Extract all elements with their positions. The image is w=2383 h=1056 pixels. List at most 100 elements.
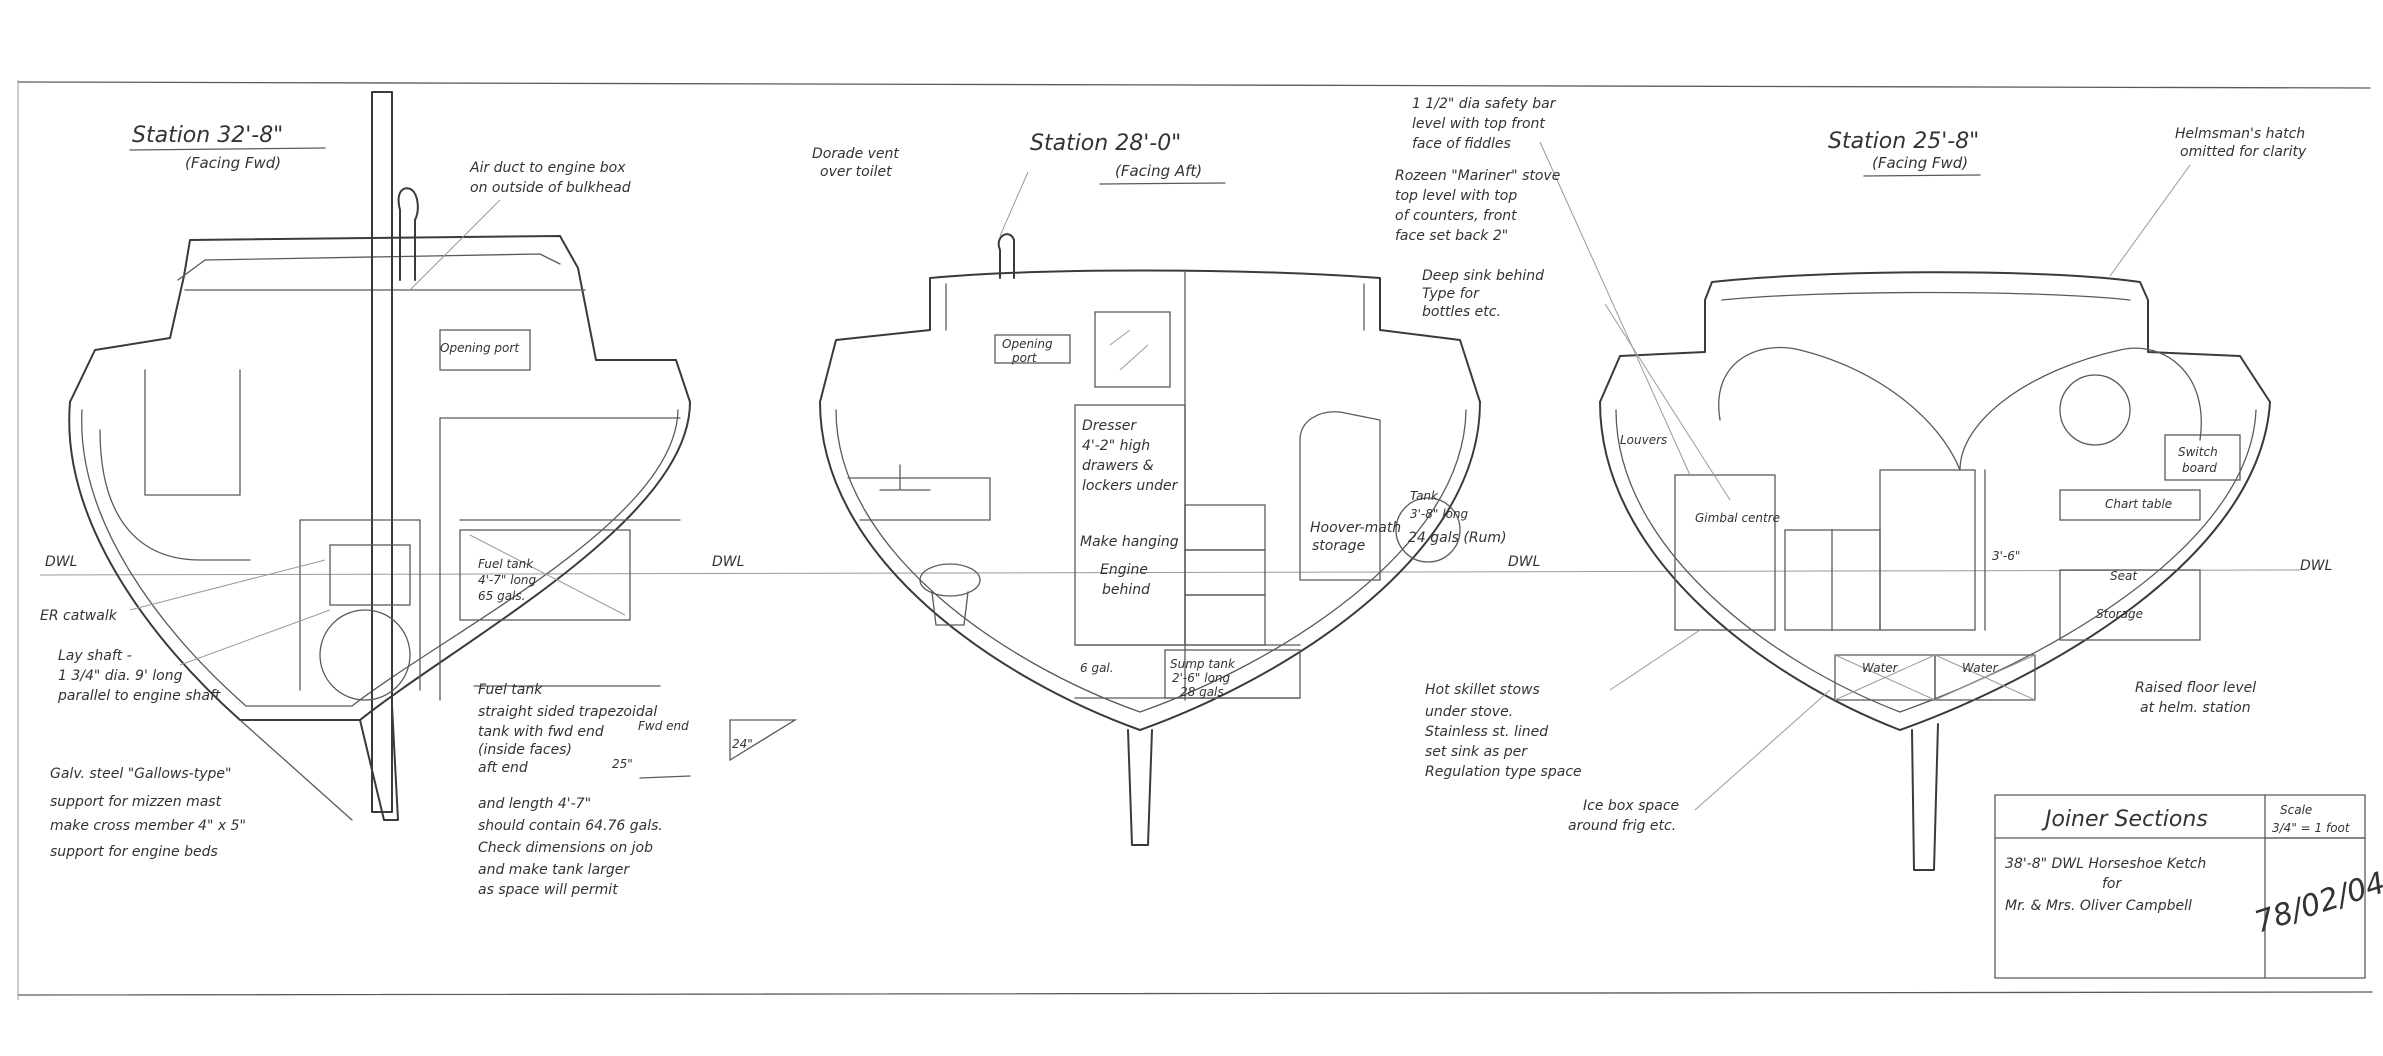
storage-label: Storage: [2096, 607, 2143, 621]
hot-skillet-note-1: Hot skillet stows: [1425, 682, 1540, 698]
fuel-tank-dim-24: 24": [732, 737, 753, 751]
dwl-label-aft: DWL: [45, 554, 77, 570]
engine-behind-1: Engine: [1100, 562, 1148, 578]
title-block-scale-value: 3/4" = 1 foot: [2272, 821, 2351, 835]
water-tank-2-label: Water: [1962, 661, 1999, 675]
section-mid-title: Station 28'-0": [1030, 131, 1181, 156]
ice-space-note-1: Ice box space: [1583, 798, 1679, 814]
safety-bar-note-2: level with top front: [1412, 116, 1545, 132]
fuel-tank-small-3: 65 gals.: [478, 589, 525, 603]
er-catwalk-label: ER catwalk: [40, 608, 118, 624]
chart-table-label: Chart table: [2105, 497, 2172, 511]
hoover-storage-1: Hoover-math: [1310, 520, 1401, 536]
switch-board-1: Switch: [2178, 445, 2218, 459]
fuel-tank-small-2: 4'-7" long: [478, 573, 537, 587]
deep-sink-note-3: bottles etc.: [1422, 304, 1501, 320]
dresser-note-2: 4'-2" high: [1082, 438, 1150, 454]
fuel-tank-dim-25: 25": [612, 757, 633, 771]
hoover-storage-2: storage: [1312, 538, 1365, 554]
section-aft-title: Station 32'-8": [132, 123, 283, 148]
seat-label: Seat: [2110, 569, 2138, 583]
dwl-label-fwd: DWL: [1508, 554, 1540, 570]
title-block-desc-1: 38'-8" DWL Horseshoe Ketch: [2005, 856, 2206, 872]
water-tank-1-label: Water: [1862, 661, 1899, 675]
opening-port-aft-label: Opening port: [440, 341, 520, 355]
opening-port-mid-2: port: [1011, 351, 1038, 365]
fuel-tank-fwd-end: Fwd end: [638, 719, 689, 733]
title-block-desc-2: for: [2102, 876, 2122, 892]
section-aft-subtitle: (Facing Fwd): [185, 154, 281, 172]
section-fwd-subtitle: (Facing Fwd): [1872, 154, 1968, 172]
hot-skillet-note-4: set sink as per: [1425, 744, 1528, 760]
fuel-tank-note-4: (inside faces): [478, 742, 572, 758]
deep-sink-note-2: Type for: [1422, 286, 1480, 302]
fuel-tank-note-1: Fuel tank: [478, 682, 543, 698]
title-block-desc-3: Mr. & Mrs. Oliver Campbell: [2005, 898, 2192, 914]
hatch-note-1: Helmsman's hatch: [2175, 126, 2305, 142]
dorade-vent-note-2: over toilet: [820, 164, 892, 180]
title-block: [1994, 794, 2366, 979]
fuel-tank-note: [473, 685, 798, 779]
dresser-note-4: lockers under: [1082, 478, 1179, 494]
hot-skillet-note-2: under stove.: [1425, 704, 1513, 720]
fuel-tank-note-6: and length 4'-7": [478, 796, 591, 812]
sump-tank-note-3: 28 gals: [1180, 685, 1224, 699]
hatch-note-2: omitted for clarity: [2180, 144, 2307, 160]
section-fwd-title: Station 25'-8": [1828, 129, 1979, 154]
stove-note-2: top level with top: [1395, 188, 1517, 204]
raised-floor-note-1: Raised floor level: [2135, 680, 2256, 696]
sheet-border: [17, 80, 2373, 1000]
dresser-note-3: drawers &: [1082, 458, 1154, 474]
deep-sink-note-1: Deep sink behind: [1422, 268, 1544, 284]
sump-tank-note-2: 2'-6" long: [1172, 671, 1231, 685]
safety-bar-note-3: face of fiddles: [1412, 136, 1511, 152]
safety-bar-note-1: 1 1/2" dia safety bar: [1412, 96, 1557, 112]
section-aft-hull: [68, 91, 691, 821]
make-hanging-label: Make hanging: [1080, 534, 1179, 550]
hot-skillet-note-5: Regulation type space: [1425, 764, 1582, 780]
fuel-tank-note-9: and make tank larger: [478, 862, 630, 878]
lay-shaft-note-1: Lay shaft -: [58, 648, 132, 664]
section-aft-title-underline: [129, 147, 326, 151]
dwl-label-mid: DWL: [712, 554, 744, 570]
louvers-label: Louvers: [1620, 433, 1667, 447]
lay-shaft-note-2: 1 3/4" dia. 9' long: [58, 668, 183, 684]
section-mid-subtitle: (Facing Aft): [1115, 162, 1202, 180]
stove-note-4: face set back 2": [1395, 228, 1508, 244]
hot-skillet-note-3: Stainless st. lined: [1425, 724, 1548, 740]
gallows-note-4: support for engine beds: [50, 844, 218, 860]
air-duct-note-1: Air duct to engine box: [469, 160, 626, 176]
fuel-tank-note-2: straight sided trapezoidal: [478, 704, 657, 720]
tank-24-note-2: 3'-8" long: [1410, 507, 1469, 521]
fuel-tank-note-8: Check dimensions on job: [478, 840, 653, 856]
title-block-title: Joiner Sections: [2041, 807, 2208, 832]
raised-floor-note-2: at helm. station: [2140, 700, 2251, 716]
section-mid-hull: [819, 171, 1481, 846]
engine-behind-2: behind: [1102, 582, 1150, 598]
gallows-note-2: support for mizzen mast: [50, 794, 222, 810]
fuel-tank-note-7: should contain 64.76 gals.: [478, 818, 663, 834]
dorade-vent-note-1: Dorade vent: [812, 146, 899, 162]
stove-note-1: Rozeen "Mariner" stove: [1395, 168, 1560, 184]
fuel-tank-small-1: Fuel tank: [478, 557, 534, 571]
section-mid-title-underline: [1099, 182, 1226, 185]
section-fwd-title-underline: [1863, 174, 1981, 177]
dim-fwd-vertical: 3'-6": [1992, 549, 2020, 563]
lay-shaft-note-3: parallel to engine shaft: [57, 688, 221, 704]
dwl-label-right: DWL: [2300, 558, 2332, 574]
stove-note-3: of counters, front: [1395, 208, 1517, 224]
six-gal-label: 6 gal.: [1080, 661, 1114, 675]
fuel-tank-note-5: aft end: [478, 760, 528, 776]
air-duct-note-2: on outside of bulkhead: [470, 180, 631, 196]
fuel-tank-note-3: tank with fwd end: [478, 724, 604, 740]
fuel-tank-note-10: as space will permit: [478, 882, 618, 898]
tank-24-note-3: 24 gals (Rum): [1408, 530, 1507, 546]
title-block-date: 78/02/04: [2251, 866, 2383, 941]
sump-tank-note-1: Sump tank: [1170, 657, 1236, 671]
tank-24-note-1: Tank: [1410, 489, 1439, 503]
gallows-note-1: Galv. steel "Gallows-type": [50, 766, 231, 782]
section-fwd-hull: [1539, 141, 2271, 871]
ice-space-note-2: around frig etc.: [1568, 818, 1676, 834]
switch-board-2: board: [2182, 461, 2217, 475]
